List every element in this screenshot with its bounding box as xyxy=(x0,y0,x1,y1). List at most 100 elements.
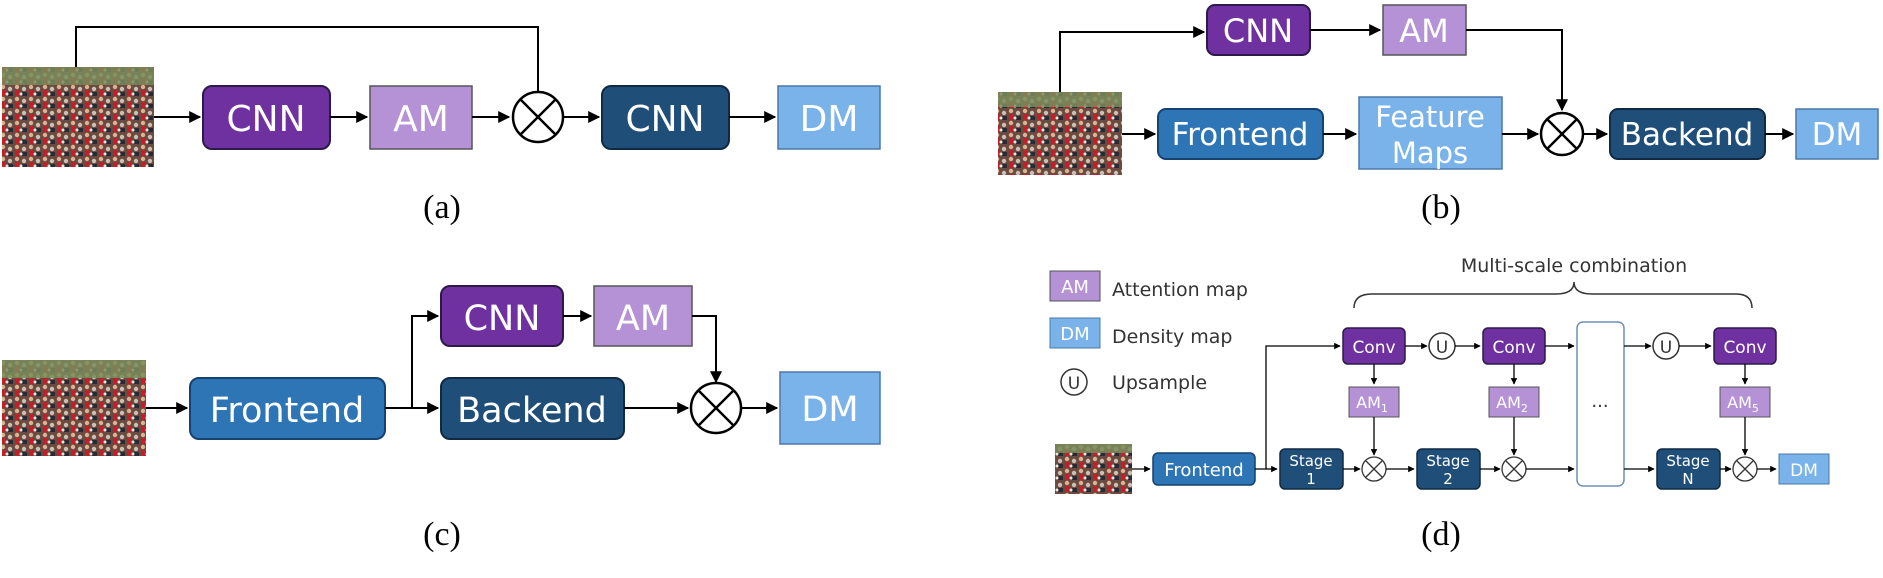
multiply-node-c xyxy=(689,381,743,435)
arrow xyxy=(1059,26,1206,92)
panel-a: CNN AM CNN DM (a) xyxy=(2,26,881,226)
dm-box-d: DM xyxy=(1778,453,1830,485)
am-box-a: AM xyxy=(369,85,473,150)
feature-maps-label-line1: Feature xyxy=(1375,100,1485,134)
legend-upsample-symbol: U xyxy=(1068,374,1080,394)
dm-label: DM xyxy=(1790,461,1818,481)
frontend-box-b: Frontend xyxy=(1157,108,1324,160)
arrow xyxy=(1255,342,1341,470)
feature-maps-label-line2: Maps xyxy=(1392,136,1468,170)
am-label: AM xyxy=(616,299,670,339)
svg-text:AM2: AM2 xyxy=(1496,393,1528,415)
dm-label: DM xyxy=(801,390,858,430)
ellipsis-label: ... xyxy=(1591,391,1608,412)
upsample-icon xyxy=(1060,368,1088,396)
am-box-5: AM5 xyxy=(1719,386,1771,418)
stageN-label-line2: N xyxy=(1682,470,1693,488)
legend-am-box: AM xyxy=(1061,277,1089,298)
cnn-box-c: CNN xyxy=(440,285,564,347)
am1-label: AM xyxy=(1356,393,1381,412)
am2-label: AM xyxy=(1496,393,1521,412)
crowd-image-d xyxy=(1055,444,1132,494)
backend-label: Backend xyxy=(1621,117,1754,153)
legend-dm-box: DM xyxy=(1060,324,1089,345)
cnn-box-b: CNN xyxy=(1206,4,1311,56)
frontend-box-c: Frontend xyxy=(189,377,386,440)
cnn-label: CNN xyxy=(626,99,705,140)
multiply-node-d3 xyxy=(1732,456,1758,482)
multiply-node-a xyxy=(511,90,565,144)
backend-box-c: Backend xyxy=(440,377,625,440)
stage-box-2: Stage 2 xyxy=(1416,448,1481,490)
dm-box-b: DM xyxy=(1795,108,1879,160)
frontend-label: Frontend xyxy=(1172,117,1309,153)
conv-box-1: Conv xyxy=(1342,327,1406,365)
backend-box-b: Backend xyxy=(1609,108,1766,160)
cnn-label: CNN xyxy=(464,299,541,339)
arrow xyxy=(385,310,440,409)
conv-box-3: Conv xyxy=(1713,327,1777,365)
caption-a: (a) xyxy=(423,189,461,226)
stage1-label-line1: Stage xyxy=(1289,452,1332,470)
am2-subscript: 2 xyxy=(1521,402,1528,415)
upsample-symbol: U xyxy=(1436,338,1448,358)
panel-b: CNN AM Frontend Feature Maps Backend xyxy=(998,4,1879,226)
stage2-label-line1: Stage xyxy=(1426,452,1469,470)
legend-density-map-label: Density map xyxy=(1112,326,1233,348)
stage-box-n: Stage N xyxy=(1656,448,1721,490)
am-box-c: AM xyxy=(593,285,693,347)
conv-label: Conv xyxy=(1723,338,1766,358)
cnn-label: CNN xyxy=(1223,12,1293,50)
crowd-image-a xyxy=(2,67,154,167)
caption-b: (b) xyxy=(1421,189,1461,226)
legend-upsample-label: Upsample xyxy=(1112,372,1207,394)
stage1-label-line2: 1 xyxy=(1306,470,1316,488)
dm-label: DM xyxy=(800,99,859,140)
stageN-label-line1: Stage xyxy=(1666,452,1709,470)
am5-subscript: 5 xyxy=(1752,402,1759,415)
svg-text:AM1: AM1 xyxy=(1356,393,1388,415)
conv-label: Conv xyxy=(1492,338,1535,358)
multiply-node-d2 xyxy=(1501,456,1527,482)
conv-box-2: Conv xyxy=(1482,327,1546,365)
multiply-node-d1 xyxy=(1361,456,1387,482)
stage2-label-line2: 2 xyxy=(1443,470,1453,488)
arrow xyxy=(1466,29,1568,112)
multiply-node-b xyxy=(1539,111,1585,157)
dm-box-c: DM xyxy=(779,371,881,445)
dm-label: DM xyxy=(1812,117,1863,153)
am-box-b: AM xyxy=(1382,4,1467,56)
am-label: AM xyxy=(393,99,449,140)
cnn-box-a1: CNN xyxy=(202,85,331,150)
frontend-label: Frontend xyxy=(210,391,364,431)
am5-label: AM xyxy=(1727,393,1752,412)
panel-d: AM Attention map DM Density map U Upsamp… xyxy=(1049,255,1830,553)
frontend-box-d: Frontend xyxy=(1152,452,1256,486)
conv-label: Conv xyxy=(1352,338,1395,358)
multiscale-combination-label: Multi-scale combination xyxy=(1461,255,1687,277)
am-box-2: AM2 xyxy=(1488,386,1540,418)
am1-subscript: 1 xyxy=(1381,402,1388,415)
cnn-box-a2: CNN xyxy=(601,85,730,150)
cnn-label: CNN xyxy=(227,99,306,140)
backend-label: Backend xyxy=(457,391,607,431)
upsample-node-1: U xyxy=(1428,332,1456,360)
frontend-label: Frontend xyxy=(1164,460,1243,481)
feature-maps-box: Feature Maps xyxy=(1358,96,1503,170)
svg-text:AM5: AM5 xyxy=(1727,393,1759,415)
panel-c: Frontend CNN AM Backend DM (c) xyxy=(2,285,881,553)
stage-box-1: Stage 1 xyxy=(1279,448,1344,490)
am-label: AM xyxy=(1399,12,1449,50)
am-box-1: AM1 xyxy=(1348,386,1400,418)
crowd-image-c xyxy=(2,360,146,456)
legend-attention-map-label: Attention map xyxy=(1112,279,1248,301)
arrow xyxy=(692,315,722,384)
upsample-node-2: U xyxy=(1652,332,1680,360)
dm-box-a: DM xyxy=(777,85,881,150)
upsample-symbol: U xyxy=(1660,338,1672,358)
caption-c: (c) xyxy=(423,516,461,553)
multiscale-brace xyxy=(1353,281,1753,309)
skip-connection-arrow xyxy=(75,26,544,104)
legend: AM Attention map DM Density map U Upsamp… xyxy=(1049,270,1248,396)
